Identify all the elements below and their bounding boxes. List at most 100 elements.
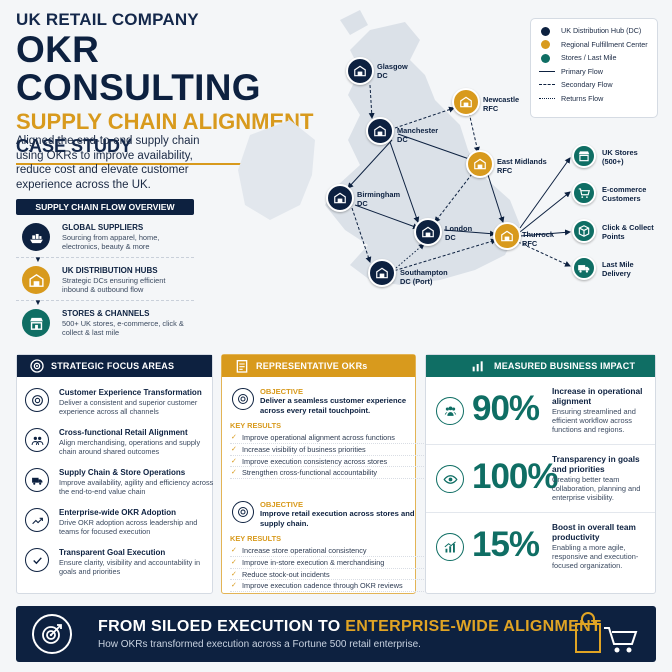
solid-line-icon [539, 70, 555, 72]
okr-objective: OBJECTIVE Improve retail execution acros… [230, 498, 426, 534]
label-glasgow: Glasgow DC [377, 62, 408, 80]
footer-title: FROM SILOED EXECUTION TO ENTERPRISE-WIDE… [98, 618, 602, 635]
impact-item-title: Transparency in goals and priorities [552, 454, 640, 474]
node-uk-stores [572, 144, 596, 168]
okrs-panel: REPRESENTATIVE OKRs OBJECTIVE Deliver a … [221, 354, 426, 594]
impact-item-desc: Enabling a more agile, responsive and ex… [552, 543, 639, 570]
focus-item-title: Enterprise-wide OKR Adoption [59, 508, 177, 517]
label-manchester: Manchester DC [397, 126, 439, 144]
flow-overview: SUPPLY CHAIN FLOW OVERVIEW GLOBAL SUPPLI… [16, 199, 194, 342]
legend-secondary: Secondary Flow [539, 78, 649, 92]
eye-icon [436, 465, 464, 493]
truck-icon [25, 468, 49, 492]
dotted-line-icon [539, 97, 555, 99]
store-dot-icon [541, 53, 550, 63]
shopping-bag-cart-icon [575, 612, 638, 653]
focus-item-desc: Drive OKR adoption across leadership and… [59, 518, 198, 536]
key-results-label: KEY RESULTS [230, 534, 282, 543]
warehouse-icon [474, 158, 486, 170]
okr-block: OBJECTIVE Deliver a seamless customer ex… [230, 385, 426, 480]
scotland-islands [340, 10, 368, 35]
supply-chain-map: Glasgow DC Manchester DC Birmingham DC L… [220, 0, 672, 340]
focus-item-title: Cross-functional Retail Alignment [59, 428, 188, 437]
dc-dot-icon [541, 26, 550, 36]
rfc-dot-icon [541, 40, 550, 49]
flow-item-desc: Sourcing from apparel, home, electronics… [62, 233, 160, 251]
truck-icon [578, 265, 590, 273]
legend-rfc: Regional Fulfillment Center [539, 38, 649, 52]
warehouse-icon [376, 267, 388, 279]
key-result: Improve in-store execution & merchandisi… [230, 557, 426, 569]
focus-item: Enterprise-wide OKR Adoption Drive OKR a… [17, 500, 212, 540]
impact-item: 90% Increase in operational alignment En… [426, 377, 655, 445]
impact-item-desc: Ensuring streamlined and efficient workf… [552, 407, 636, 434]
uk-landmass [325, 22, 520, 285]
okr-objective: OBJECTIVE Deliver a seamless customer ex… [230, 385, 426, 421]
flow-item-desc: Strategic DCs ensuring efficient inbound… [62, 276, 166, 294]
label-birmingham: Birmingham DC [357, 190, 401, 208]
objective-text: Deliver a seamless customer experience a… [260, 396, 407, 415]
node-glasgow-dc [346, 57, 374, 85]
node-ecommerce [572, 181, 596, 205]
target-icon [232, 501, 254, 523]
warehouse-icon [334, 192, 346, 204]
warehouse-icon [374, 125, 386, 137]
warehouse-icon [354, 65, 366, 77]
label-uk-stores: UK Stores (500+) [602, 148, 638, 166]
focus-item-desc: Improve availability, agility and effici… [59, 478, 214, 496]
team-icon [436, 397, 464, 425]
flow-item: GLOBAL SUPPLIERS Sourcing from apparel, … [16, 218, 194, 264]
label-ecommerce: E-commerce Customers [602, 185, 647, 203]
ship-icon [22, 223, 50, 251]
target-arrow-icon [32, 614, 72, 654]
node-last-mile [572, 256, 596, 280]
flow-item: STORES & CHANNELS 500+ UK stores, e-comm… [16, 304, 194, 344]
impact-value: 15% [472, 525, 540, 564]
legend-returns: Returns Flow [539, 92, 649, 106]
key-result: Increase visibility of business prioriti… [230, 444, 426, 456]
check-circle-icon [25, 548, 49, 572]
footer-banner: FROM SILOED EXECUTION TO ENTERPRISE-WIDE… [16, 606, 656, 662]
key-result: Reduce stock-out incidents [230, 569, 426, 581]
legend-stores: Stores / Last Mile [539, 51, 649, 65]
header-company: UK RETAIL COMPANY [16, 10, 199, 29]
focus-item: Cross-functional Retail Alignment Align … [17, 420, 212, 460]
page-title: OKR CONSULTING [16, 29, 261, 108]
okr-block: OBJECTIVE Improve retail execution acros… [230, 498, 426, 593]
store-icon [22, 309, 50, 337]
impact-item: 100% Transparency in goals and prioritie… [426, 445, 655, 513]
people-icon [25, 428, 49, 452]
warehouse-icon [460, 96, 472, 108]
focus-item: Transparent Goal Execution Ensure clarit… [17, 540, 212, 580]
footer-subtitle: How OKRs transformed execution across a … [98, 639, 421, 650]
objective-label: OBJECTIVE [260, 387, 304, 396]
store-icon [578, 151, 590, 162]
map-svg [238, 10, 571, 285]
label-southampton: Southampton DC (Port) [400, 268, 448, 286]
ireland-landmass [238, 120, 315, 220]
label-click-collect: Click & Collect Points [602, 223, 654, 241]
target-icon [25, 388, 49, 412]
key-result: Improve execution cadence through OKR re… [230, 580, 426, 593]
bar-chart-icon [472, 361, 483, 372]
warehouse-icon [22, 266, 50, 294]
node-southampton-dc [368, 259, 396, 287]
legend-dc: UK Distribution Hub (DC) [539, 24, 649, 38]
focus-item: Supply Chain & Store Operations Improve … [17, 460, 213, 500]
flow-item-title: STORES & CHANNELS [62, 309, 150, 318]
impact-item-desc: Creating better team collaboration, plan… [552, 475, 641, 502]
cart-icon [578, 188, 591, 198]
focus-item: Customer Experience Transformation Deliv… [17, 380, 212, 420]
strategic-focus-panel: STRATEGIC FOCUS AREAS Customer Experienc… [16, 354, 213, 594]
objective-label: OBJECTIVE [260, 500, 304, 509]
label-thurrock: Thurrock RFC [522, 230, 555, 248]
target-icon [30, 359, 44, 373]
impact-panel: MEASURED BUSINESS IMPACT 90% Increase in… [425, 354, 656, 594]
node-newcastle-rfc [452, 88, 480, 116]
node-thurrock-rfc [493, 222, 521, 250]
impact-item-title: Boost in overall team productivity [552, 522, 636, 542]
okrs-title: REPRESENTATIVE OKRs [222, 355, 415, 377]
focus-item-title: Transparent Goal Execution [59, 548, 166, 557]
focus-item-desc: Deliver a consistent and superior custom… [59, 398, 198, 416]
package-icon [578, 225, 590, 237]
